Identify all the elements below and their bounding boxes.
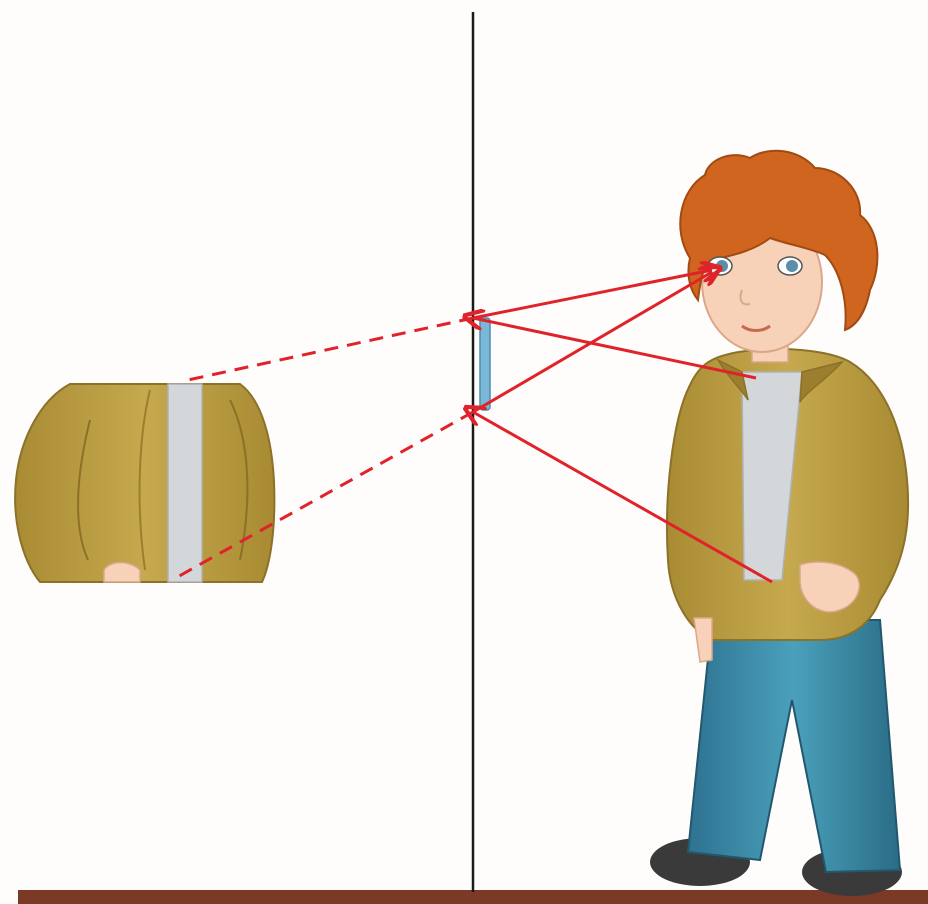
reflected-shirt [168,384,202,582]
left-iris [716,260,728,272]
jeans [688,620,900,872]
boy [650,151,908,896]
left-hand [694,618,712,662]
reflected-image-jacket [15,384,274,582]
ray-from-shoulder [473,318,756,378]
mirror-glass [480,318,490,410]
virtual-ray-top [188,318,473,380]
floor [18,890,928,904]
right-iris [786,260,798,272]
